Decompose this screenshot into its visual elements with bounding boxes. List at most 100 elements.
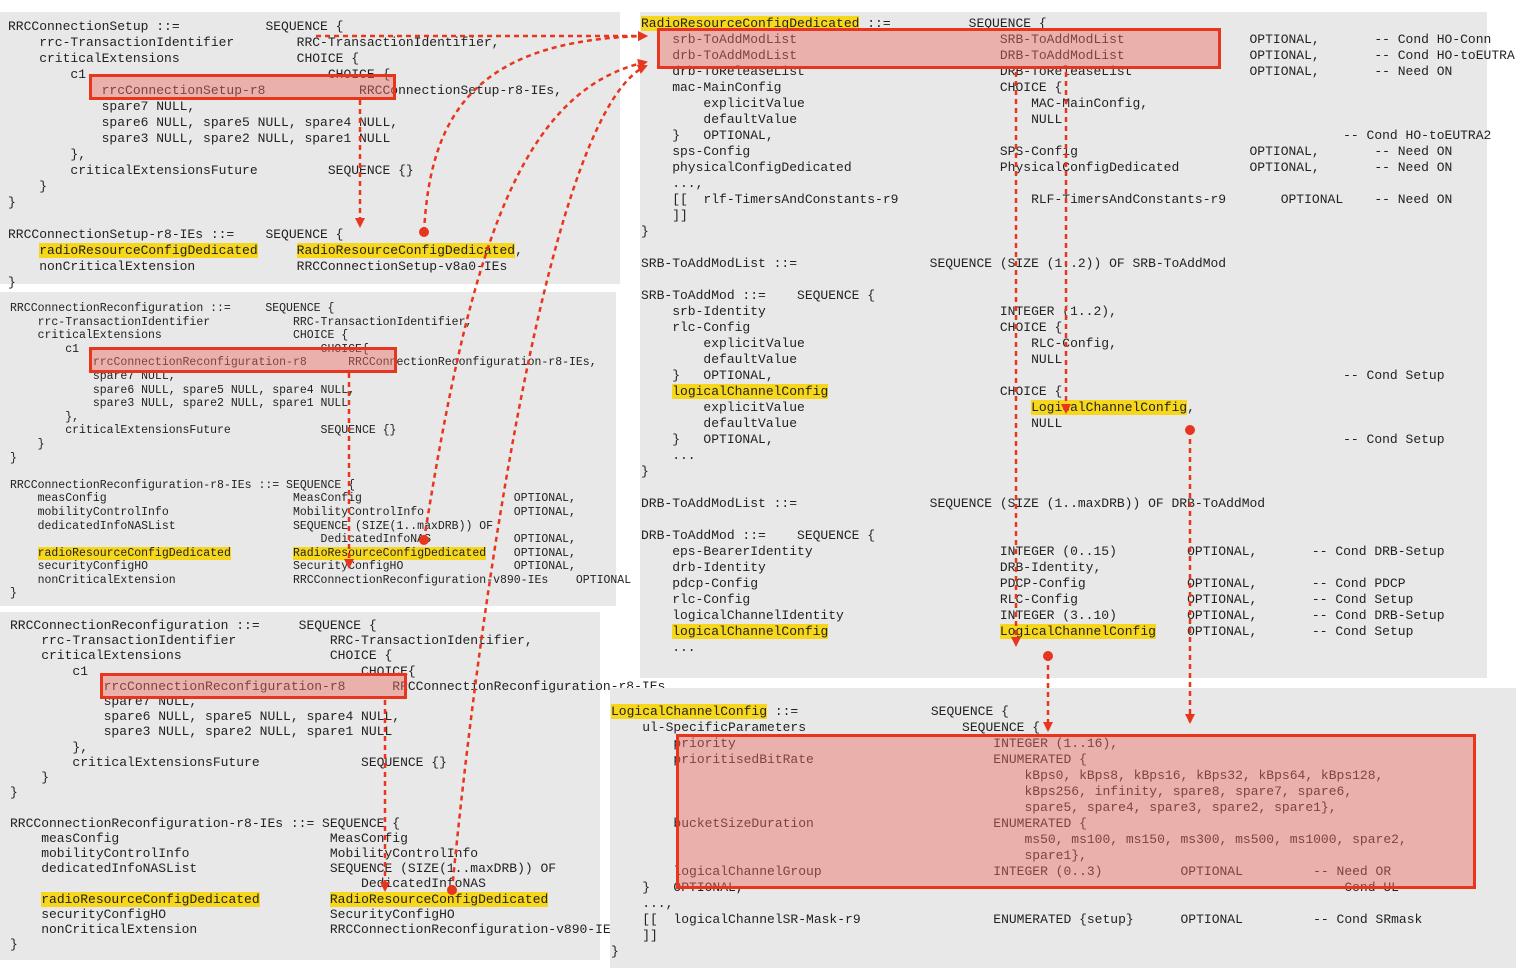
code-block: RRCConnectionReconfiguration ::= SEQUENC… (10, 618, 673, 952)
code-line (641, 272, 1515, 288)
code-line: srb-ToAddModList SRB-ToAddModList OPTION… (641, 32, 1492, 47)
code-line (10, 800, 673, 815)
code-line: nonCriticalExtension RRCConnectionReconf… (10, 922, 619, 938)
code-line: ..., (611, 896, 674, 911)
code-line: } (10, 451, 17, 465)
code-line: criticalExtensions CHOICE { (10, 329, 349, 343)
code-line: DRB-ToAddModList ::= SEQUENCE (SIZE (1..… (641, 496, 1266, 511)
code-line: nonCriticalExtension RRCConnectionSetup-… (8, 259, 508, 274)
code-line: bucketSizeDuration ENUMERATED { (611, 816, 1087, 831)
code-line: ms50, ms100, ms150, ms300, ms500, ms1000… (611, 832, 1407, 847)
code-line: physicalConfigDedicated PhysicalConfigDe… (641, 160, 1453, 175)
code-line: mobilityControlInfo MobilityControlInfo (10, 846, 479, 862)
code-line: } (8, 179, 48, 194)
code-line: ul-SpecificParameters SEQUENCE { (611, 720, 1041, 735)
code-line: drb-ToAddModList DRB-ToAddModList OPTION… (641, 48, 1515, 63)
code-line: criticalExtensions CHOICE { (10, 648, 393, 664)
code-line: spare7 NULL, (8, 99, 196, 114)
code-line: } OPTIONAL, -- Cond Setup (641, 432, 1445, 447)
code-line: dedicatedInfoNASList SEQUENCE (SIZE(1..m… (10, 519, 494, 533)
code-line: } OPTIONAL, -- Cond Setup (641, 368, 1445, 383)
code-line: securityConfigHO SecurityConfigHO (10, 906, 455, 922)
code-line: RRCConnectionReconfiguration-r8-IEs ::= … (10, 815, 401, 831)
code-line (641, 512, 1515, 528)
code-line: DedicatedInfoNAS (10, 876, 486, 892)
code-line: RRCConnectionReconfiguration-r8-IEs ::= … (10, 478, 356, 492)
code-line: spare3 NULL, spare2 NULL, spare1 NULL (8, 131, 391, 146)
code-line: kBps256, infinity, spare8, spare7, spare… (611, 784, 1353, 799)
code-line: rrc-TransactionIdentifier RRC-Transactio… (8, 35, 500, 50)
code-line: criticalExtensions CHOICE { (8, 51, 360, 66)
code-line: pdcp-Config PDCP-Config OPTIONAL, -- Con… (641, 576, 1406, 591)
code-line: DRB-ToAddMod ::= SEQUENCE { (641, 528, 876, 543)
code-line (641, 240, 1515, 256)
code-line: } (8, 275, 16, 290)
code-line: } (641, 464, 649, 479)
code-line: logicalChannelConfig CHOICE { (672, 384, 1063, 399)
code-line: RRCConnectionSetup ::= SEQUENCE { (8, 19, 344, 34)
code-line: SRB-ToAddMod ::= SEQUENCE { (641, 288, 876, 303)
code-line: }, (10, 410, 80, 424)
code-line: } (10, 437, 45, 451)
code-line: ]] (611, 928, 658, 943)
code-line: spare7 NULL, (10, 369, 176, 383)
highlight-box-srb-drb-toaddmodlist (657, 28, 1221, 69)
highlight-box-rrc-connection-reconfiguration-r8-b (100, 673, 407, 699)
code-line: RadioResourceConfigDedicated ::= SEQUENC… (641, 16, 1047, 31)
code-line: spare3 NULL, spare2 NULL, spare1 NULL (10, 724, 393, 740)
code-line: mac-MainConfig CHOICE { (641, 80, 1063, 95)
code-line: sps-Config SPS-Config OPTIONAL, -- Need … (641, 144, 1453, 159)
code-line: criticalExtensionsFuture SEQUENCE {} (10, 424, 397, 438)
code-line: rrc-TransactionIdentifier RRC-Transactio… (10, 633, 533, 649)
code-line: SRB-ToAddModList ::= SEQUENCE (SIZE (1..… (641, 256, 1227, 271)
code-line: defaultValue NULL (641, 112, 1063, 127)
code-line: ]] (641, 208, 688, 223)
code-line: } (10, 937, 18, 953)
code-line: kBps0, kBps8, kBps16, kBps32, kBps64, kB… (611, 768, 1384, 783)
code-line: }, (8, 147, 87, 162)
panel-rrc-connection-reconfiguration-a: RRCConnectionReconfiguration ::= SEQUENC… (0, 292, 631, 606)
code-line: } (10, 587, 17, 601)
code-line: logicalChannelIdentity INTEGER (3..10) O… (641, 608, 1445, 623)
code-line: logicalChannelConfig LogicalChannelConfi… (672, 624, 1414, 639)
highlight-box-ul-specific-parameters (676, 734, 1476, 889)
code-line: prioritisedBitRate ENUMERATED { (611, 752, 1087, 767)
code-line: spare1}, (611, 848, 1087, 863)
code-line: RRCConnectionReconfiguration ::= SEQUENC… (10, 618, 377, 633)
code-line: radioResourceConfigDedicated RadioResour… (39, 243, 523, 258)
code-block: LogicalChannelConfig ::= SEQUENCE { ul-S… (611, 704, 1422, 960)
code-line: ... (641, 448, 696, 463)
code-line (641, 480, 1515, 496)
code-line: criticalExtensionsFuture SEQUENCE {} (10, 754, 447, 770)
code-line: measConfig MeasConfig OPTIONAL, (10, 492, 576, 506)
code-line: drb-Identity DRB-Identity, (641, 560, 1102, 575)
code-line: criticalExtensionsFuture SEQUENCE {} (8, 163, 414, 178)
code-line: radioResourceConfigDedicated RadioResour… (41, 891, 549, 907)
code-line: spare6 NULL, spare5 NULL, spare4 NULL, (10, 383, 356, 397)
code-line: } OPTIONAL, -- Cond HO-toEUTRA2 (641, 128, 1492, 143)
panel-rrc-connection-setup: RRCConnectionSetup ::= SEQUENCE { rrc-Tr… (0, 12, 620, 290)
code-line: srb-Identity INTEGER (1..2), (641, 304, 1117, 319)
code-line: securityConfigHO SecurityConfigHO OPTION… (10, 560, 576, 574)
code-block: RadioResourceConfigDedicated ::= SEQUENC… (641, 16, 1515, 656)
panel-rrc-connection-reconfiguration-b: RRCConnectionReconfiguration ::= SEQUENC… (0, 612, 673, 960)
code-line: RRCConnectionReconfiguration ::= SEQUENC… (10, 302, 335, 315)
code-line: nonCriticalExtension RRCConnectionReconf… (10, 573, 632, 587)
highlight-box-rrc-connection-reconfiguration-r8-a (89, 347, 397, 373)
code-line: rrc-TransactionIdentifier RRC-Transactio… (10, 315, 473, 329)
code-line: spare5, spare4, spare3, spare2, spare1}, (611, 800, 1337, 815)
code-line: explicitValue LogicalChannelConfig, (641, 400, 1195, 415)
code-line: }, (10, 739, 89, 755)
code-line: defaultValue NULL (641, 416, 1063, 431)
code-line: dedicatedInfoNASList SEQUENCE (SIZE(1..m… (10, 861, 557, 877)
code-line: logicalChannelGroup INTEGER (0..3) OPTIO… (611, 864, 1392, 879)
code-line: RRCConnectionSetup-r8-IEs ::= SEQUENCE { (8, 227, 344, 242)
code-line: radioResourceConfigDedicated RadioResour… (37, 546, 576, 560)
code-line: priority INTEGER (1..16), (611, 736, 1119, 751)
code-line: LogicalChannelConfig ::= SEQUENCE { (611, 704, 1009, 719)
code-line: [[ rlf-TimersAndConstants-r9 RLF-TimersA… (641, 192, 1453, 207)
code-line: ... (641, 640, 696, 655)
code-line: spare6 NULL, spare5 NULL, spare4 NULL, (10, 709, 401, 725)
code-block: RRCConnectionSetup ::= SEQUENCE { rrc-Tr… (8, 19, 562, 291)
code-line: } (641, 224, 649, 239)
